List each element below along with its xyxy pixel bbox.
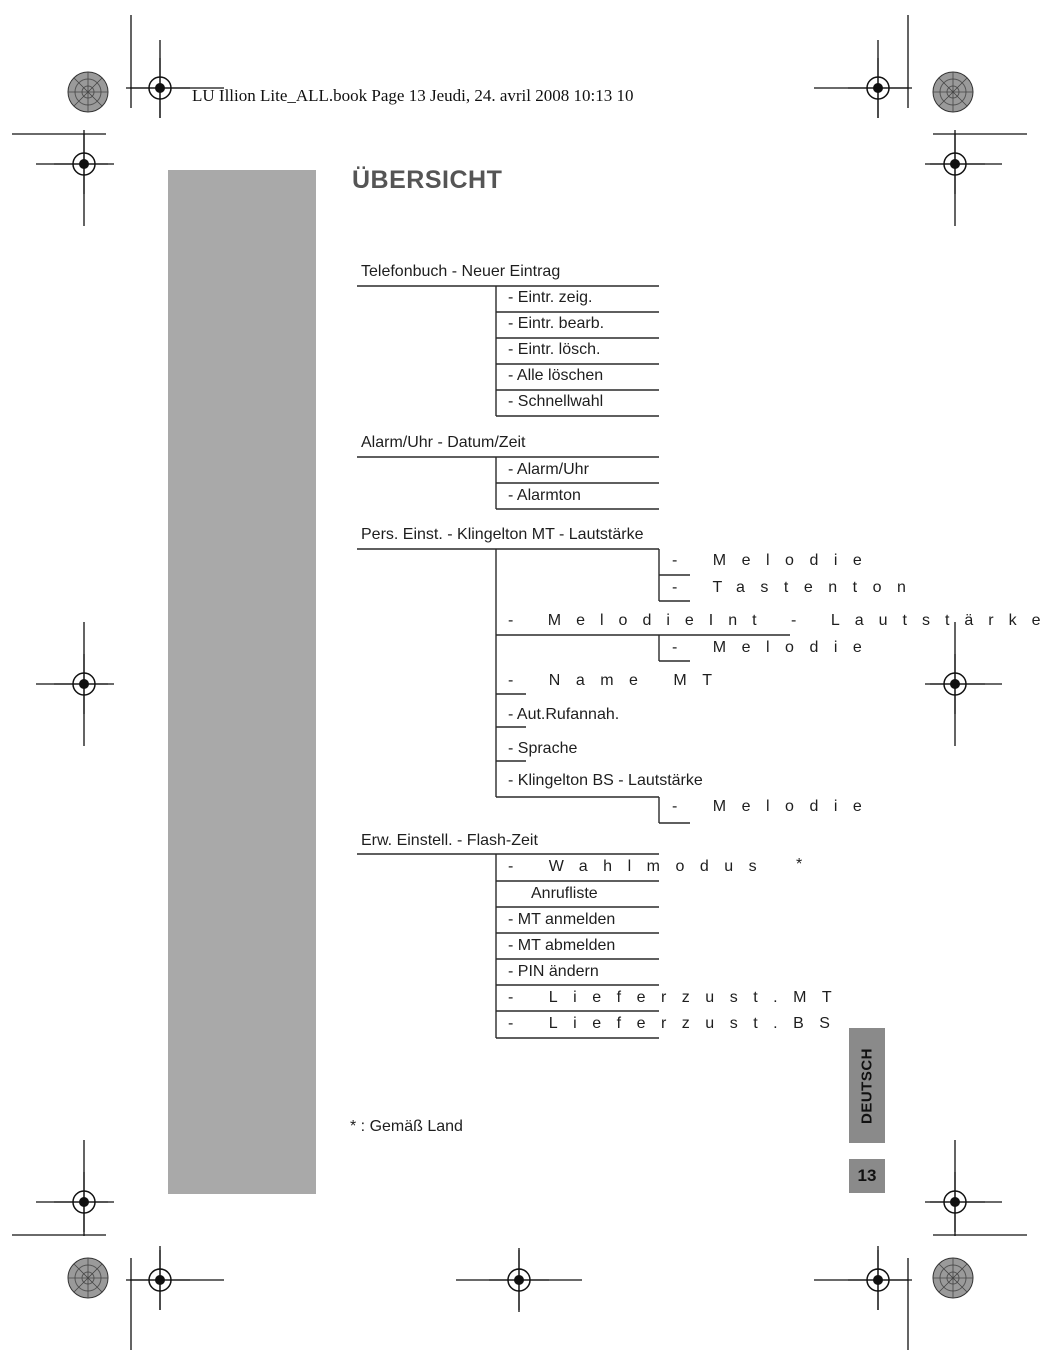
menu-item: - Lieferzust.MT (508, 989, 848, 1006)
menu-item: - Alarmton (508, 487, 581, 504)
menu-item: - Tastenton (672, 579, 922, 596)
menu-item: - Name MT (508, 672, 728, 689)
menu-item: - Lieferzust.BS (508, 1015, 846, 1032)
footnote: * : Gemäß Land (350, 1118, 463, 1135)
menu-item: - Wahlmodus (508, 858, 773, 875)
menu-item: Anrufliste (531, 885, 598, 902)
menu-item: - Melodie (672, 798, 878, 815)
menu-item: - Aut.Rufannah. (508, 706, 620, 723)
rosette-bottom-left-icon (67, 1257, 109, 1299)
menu-item: - Eintr. zeig. (508, 289, 593, 306)
menu-item: - Schnellwahl (508, 393, 604, 410)
menu-item: - Eintr. bearb. (508, 315, 605, 332)
footnote-marker: * (796, 856, 803, 873)
menu-item: - Klingelton BS - Lautstärke (508, 772, 703, 789)
language-tab: DEUTSCH (849, 1028, 885, 1143)
menu-item: - Alle löschen (508, 367, 604, 384)
page-number: 13 (849, 1159, 885, 1193)
menu-item: - PIN ändern (508, 963, 599, 980)
menu-telefonbuch-head: Telefonbuch - Neuer Eintrag (361, 263, 561, 280)
gray-side-band (168, 170, 316, 1194)
menu-item: - MelodieInt - Lautstärke (508, 612, 1056, 629)
menu-item: - MT abmelden (508, 937, 616, 954)
menu-item: - MT anmelden (508, 911, 616, 928)
print-header-line: LU Illion Lite_ALL.book Page 13 Jeudi, 2… (192, 86, 634, 105)
menu-pers-head: Pers. Einst. - Klingelton MT - Lautstärk… (361, 526, 644, 543)
menu-alarm-head: Alarm/Uhr - Datum/Zeit (361, 434, 526, 451)
page-title: ÜBERSICHT (352, 166, 503, 194)
menu-item: - Melodie (672, 639, 878, 656)
rosette-bottom-right-icon (932, 1257, 974, 1299)
menu-item: - Sprache (508, 740, 578, 757)
rosette-top-left-icon (67, 71, 109, 113)
menu-item: - Melodie (672, 552, 878, 569)
menu-item: - Alarm/Uhr (508, 461, 589, 478)
menu-erw-head: Erw. Einstell. - Flash-Zeit (361, 832, 538, 849)
rosette-top-right-icon (932, 71, 974, 113)
menu-item: - Eintr. lösch. (508, 341, 601, 358)
